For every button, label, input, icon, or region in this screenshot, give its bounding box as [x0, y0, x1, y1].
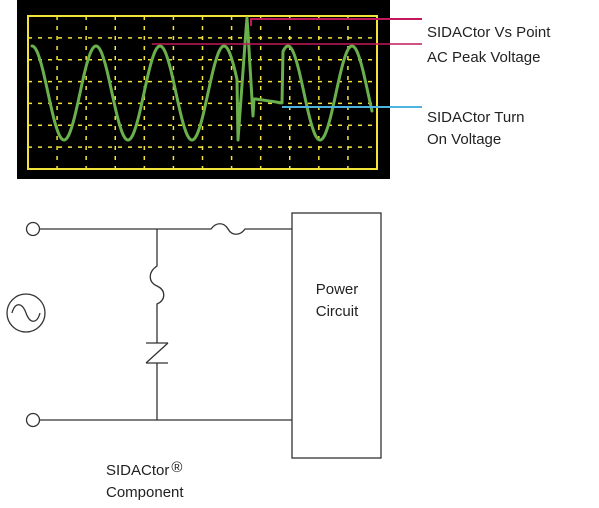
- power-circuit-label-line2: Circuit: [316, 303, 359, 320]
- scope-waveform-trace: [30, 16, 374, 142]
- annotation-turn-on: SIDACtor Turn On Voltage: [282, 106, 525, 148]
- component-label-line2: Component: [106, 484, 184, 501]
- terminal-bottom: [25, 412, 41, 428]
- turn-on-voltage-label: On Voltage: [427, 131, 501, 148]
- power-circuit-box: [291, 212, 382, 459]
- vs-point-label: SIDACtor Vs Point: [427, 24, 551, 41]
- annotation-vs-point: SIDACtor Vs Point AC Peak Voltage: [152, 18, 551, 66]
- ac-peak-voltage-label: AC Peak Voltage: [427, 49, 540, 66]
- oscilloscope-display: [17, 0, 390, 179]
- registered-mark: ®: [171, 459, 182, 476]
- turn-on-label: SIDACtor Turn: [427, 109, 525, 126]
- top-wire: [39, 223, 292, 235]
- scope-grid: [28, 16, 377, 169]
- sine-wave-icon: [11, 304, 41, 322]
- shunt-branch-wire: [149, 229, 165, 343]
- component-name: SIDACtor: [106, 462, 169, 479]
- terminal-top: [25, 221, 41, 237]
- component-label-line1: SIDACtor®: [106, 459, 182, 479]
- ac-source-symbol: [6, 293, 46, 333]
- circuit-schematic: [6, 212, 382, 459]
- sidactor-slash: [145, 342, 169, 364]
- scope-background: [17, 0, 390, 179]
- power-circuit-label-line1: Power: [316, 281, 359, 298]
